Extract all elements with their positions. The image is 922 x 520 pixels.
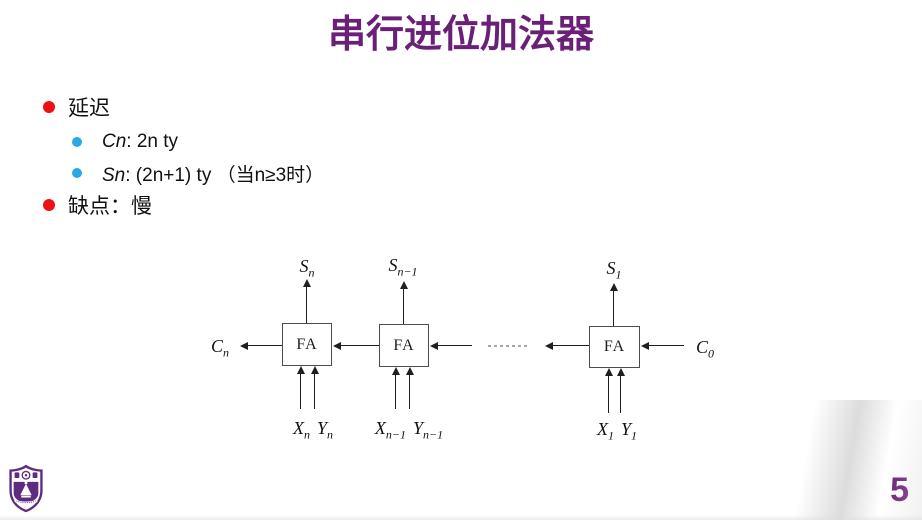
sum-label-sn-1: Sn−1	[363, 253, 443, 279]
carry-arrowhead-icon	[430, 342, 438, 350]
bottom-edge-shading	[0, 515, 922, 520]
university-crest-logo	[9, 464, 43, 513]
math-sub: n	[308, 265, 315, 280]
math-sub: n	[303, 427, 310, 442]
x-input: X1	[596, 419, 614, 442]
math-sub: 1	[631, 428, 637, 443]
math-term: Cn	[102, 131, 127, 152]
sum-arrowhead-icon	[610, 283, 618, 291]
sum-label-sn: Sn	[267, 254, 347, 280]
bullet-text: Cn: 2n ty	[102, 131, 178, 153]
bullet-item-sn: Sn: (2n+1) ty （当n≥3时）	[72, 160, 324, 187]
y-input: Yn−1	[412, 418, 443, 441]
math-sub: 1	[607, 428, 614, 443]
math-base: S	[606, 258, 616, 278]
input-arrow-line	[314, 373, 315, 409]
slide-title: 串行进位加法器	[327, 14, 594, 56]
bullet-text: Sn: (2n+1) ty （当n≥3时）	[102, 160, 324, 187]
input-arrow-line	[608, 375, 609, 413]
input-arrow-line	[395, 374, 396, 409]
carry-out-label: Cn	[200, 334, 240, 360]
blue-bullet-icon	[72, 168, 82, 178]
carry-line	[552, 345, 589, 346]
bullet-item-cn: Cn: 2n ty	[72, 130, 178, 154]
ellipsis-dashes	[488, 345, 528, 347]
fa-box-n-1: FA	[379, 324, 429, 367]
math-base: Y	[412, 418, 423, 438]
input-arrow-line	[409, 374, 410, 409]
carry-line	[648, 345, 684, 346]
math-sub: 0	[708, 346, 714, 361]
carry-line	[247, 345, 282, 346]
math-base: S	[388, 255, 398, 275]
math-sub: 1	[615, 267, 622, 282]
sum-arrow-line	[613, 290, 614, 326]
math-base: C	[210, 336, 223, 356]
math-sub: n−1	[423, 427, 444, 442]
math-base: X	[374, 418, 386, 438]
x-input: Xn−1	[374, 418, 406, 441]
math-sub: n	[223, 345, 229, 360]
bullet-text: 延迟	[68, 97, 110, 120]
math-sub: n−1	[385, 427, 406, 442]
red-bullet-icon	[43, 199, 55, 211]
sum-label-s1: S1	[574, 256, 654, 282]
carry-arrowhead-icon	[545, 342, 553, 350]
math-base: Y	[316, 418, 327, 438]
bullet-text: 缺点：慢	[68, 195, 152, 218]
carry-arrowhead-icon	[240, 342, 248, 350]
math-base: C	[695, 337, 708, 357]
sum-arrowhead-icon	[303, 279, 311, 287]
math-base: X	[596, 419, 608, 439]
math-base: Y	[620, 419, 631, 439]
page-number: 5	[890, 471, 909, 509]
blue-bullet-icon	[72, 137, 82, 147]
input-arrowhead-icon	[406, 367, 414, 375]
fa-box-n: FA	[282, 323, 332, 366]
sum-arrow-line	[306, 286, 307, 323]
input-arrow-line	[620, 375, 621, 413]
carry-arrowhead-icon	[333, 342, 341, 350]
fa-box-1: FA	[589, 326, 640, 368]
math-sub: n−1	[397, 264, 418, 279]
input-arrowhead-icon	[311, 366, 319, 374]
math-base: X	[292, 418, 304, 438]
math-base: S	[299, 256, 309, 276]
bullet-rest: : 2n ty	[126, 131, 179, 152]
y-input: Y1	[620, 419, 637, 442]
y-input: Yn	[316, 418, 333, 441]
math-term: Sn	[102, 164, 126, 186]
bullet-rest: : (2n+1) ty （当n≥3时）	[125, 164, 325, 186]
input-arrowhead-icon	[297, 366, 305, 374]
sum-arrowhead-icon	[400, 281, 408, 289]
bullet-item-drawback: 缺点：慢	[43, 192, 152, 218]
x-input: Xn	[292, 418, 310, 441]
red-bullet-icon	[43, 101, 55, 113]
carry-line	[340, 345, 379, 346]
sum-arrow-line	[403, 288, 404, 324]
bullet-item-delay: 延迟	[43, 94, 110, 120]
input-arrowhead-icon	[617, 368, 625, 376]
ripple-carry-adder-diagram: FA FA FA Sn Sn−1 S1 Cn C0	[200, 250, 745, 450]
input-arrowhead-icon	[605, 368, 613, 376]
carry-arrowhead-icon	[641, 342, 649, 350]
input-arrow-line	[300, 373, 301, 409]
carry-line	[437, 345, 472, 346]
input-arrowhead-icon	[392, 367, 400, 375]
math-sub: n	[327, 427, 333, 442]
carry-in-label: C0	[685, 335, 725, 361]
